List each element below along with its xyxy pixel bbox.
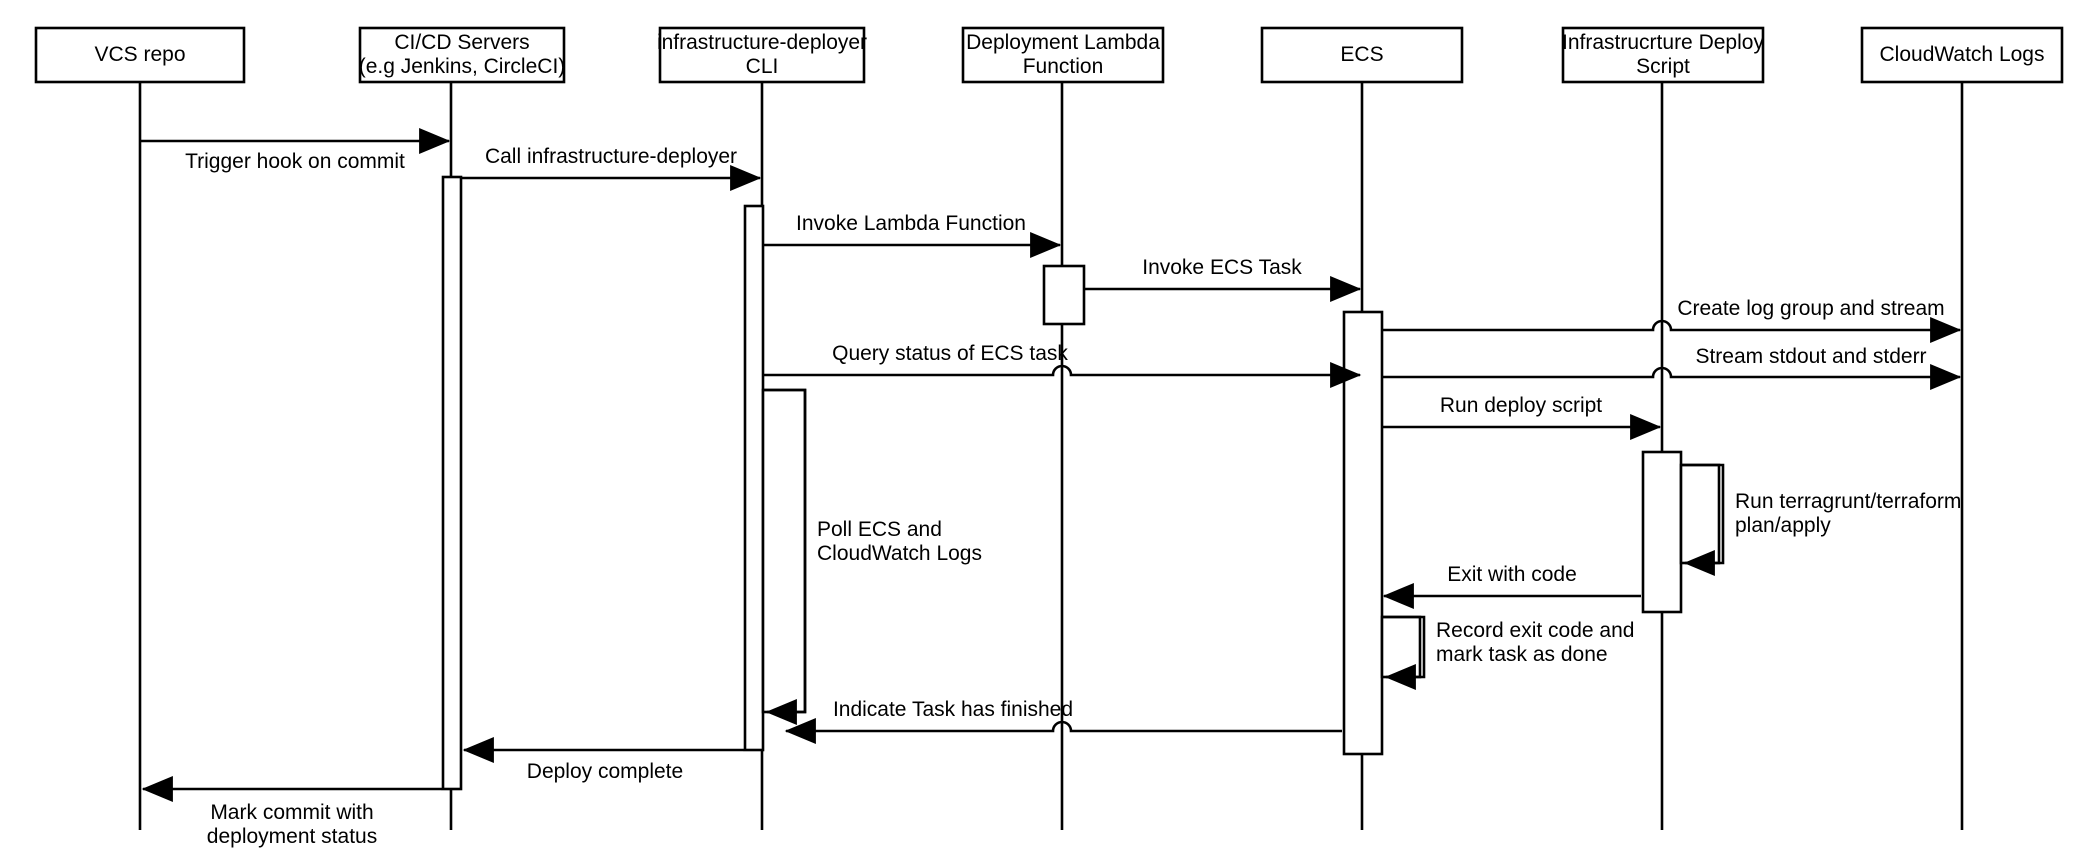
participant-box-cloudwatch-logs[interactable] (1860, 26, 2064, 84)
message-line-indicate-task-has-finished (784, 718, 1342, 744)
ecs-activation (1342, 310, 1384, 756)
participant-box-vcs-repo[interactable] (34, 26, 246, 84)
message-label-indicate-task-has-finished: Indicate Task has finished (833, 698, 1073, 721)
participants-layer: VCS repo CI/CD Servers(e.g Jenkins, Circl… (34, 26, 2064, 84)
message-call-infrastructure-deployer: Call infrastructure-deployer (461, 145, 762, 191)
message-line-query-status-of-ecs-task (763, 362, 1362, 388)
message-label-query-status-of-ecs-task: Query status of ECS task (832, 342, 1068, 365)
message-deploy-complete: Deploy complete (462, 737, 744, 783)
message-line-stream-stdout-and-stderr (1382, 364, 1962, 390)
message-label-deploy-complete: Deploy complete (527, 760, 683, 783)
deployscript-activation (1641, 450, 1683, 614)
participant-box-ecs[interactable] (1260, 26, 1464, 84)
ecs-record-activation (1380, 615, 1422, 679)
message-label-invoke-ecs-task: Invoke ECS Task (1142, 256, 1302, 279)
participant-label-vcs-repo: VCS repo (94, 43, 185, 66)
messages-layer: Trigger hook on commit Call infrastructur… (141, 128, 1962, 848)
participant-vcs-repo[interactable]: VCS repo (34, 26, 246, 84)
participant-cloudwatch-logs[interactable]: CloudWatch Logs (1860, 26, 2064, 84)
message-query-status-of-ecs-task: Query status of ECS task (763, 342, 1362, 388)
message-create-log-group-and-stream: Create log group and stream (1382, 297, 1962, 343)
participant-box-cicd-servers[interactable] (358, 26, 566, 84)
message-label-trigger-hook-on-commit: Trigger hook on commit (185, 150, 405, 173)
participant-label-ecs: ECS (1340, 43, 1383, 66)
participant-box-deployment-lambda-function[interactable] (961, 26, 1165, 84)
deployscript-self-activation (1679, 463, 1721, 565)
message-line-record-exit-code-and-mark-task-as-done (1382, 615, 1426, 690)
participant-box-infrastructure-deployer-cli[interactable] (658, 26, 866, 84)
participant-cicd-servers[interactable]: CI/CD Servers(e.g Jenkins, CircleCI) (358, 26, 566, 84)
lambda-activation (1042, 264, 1086, 326)
message-stream-stdout-and-stderr: Stream stdout and stderr (1382, 345, 1962, 390)
message-invoke-ecs-task: Invoke ECS Task (1084, 256, 1362, 302)
message-exit-with-code: Exit with code (1382, 563, 1641, 609)
cli-activation (743, 204, 765, 752)
activations-layer (441, 175, 1721, 791)
message-label-create-log-group-and-stream: Create log group and stream (1677, 297, 1944, 320)
message-line-poll-ecs-and-cloudwatch-logs (763, 388, 807, 725)
message-label-invoke-lambda-function: Invoke Lambda Function (796, 212, 1026, 235)
participant-box-infrastructure-deploy-script[interactable] (1561, 26, 1765, 84)
message-label-exit-with-code: Exit with code (1447, 563, 1577, 586)
message-label-stream-stdout-and-stderr: Stream stdout and stderr (1695, 345, 1926, 368)
message-invoke-lambda-function: Invoke Lambda Function (763, 212, 1062, 258)
message-run-deploy-script: Run deploy script (1382, 394, 1662, 440)
message-label-call-infrastructure-deployer: Call infrastructure-deployer (485, 145, 737, 168)
cli-poll-activation (761, 388, 807, 714)
message-line-create-log-group-and-stream (1382, 317, 1962, 343)
message-line-run-terragrunt-terraform-plan-apply (1681, 463, 1725, 576)
message-trigger-hook-on-commit: Trigger hook on commit (141, 128, 451, 173)
participant-ecs[interactable]: ECS (1260, 26, 1464, 84)
message-label-run-deploy-script: Run deploy script (1440, 394, 1602, 417)
participant-label-cicd-servers: CI/CD Servers(e.g Jenkins, CircleCI) (359, 31, 566, 78)
message-indicate-task-has-finished: Indicate Task has finished (784, 698, 1342, 744)
participant-label-cloudwatch-logs: CloudWatch Logs (1880, 43, 2045, 66)
cicd-activation (441, 175, 463, 791)
